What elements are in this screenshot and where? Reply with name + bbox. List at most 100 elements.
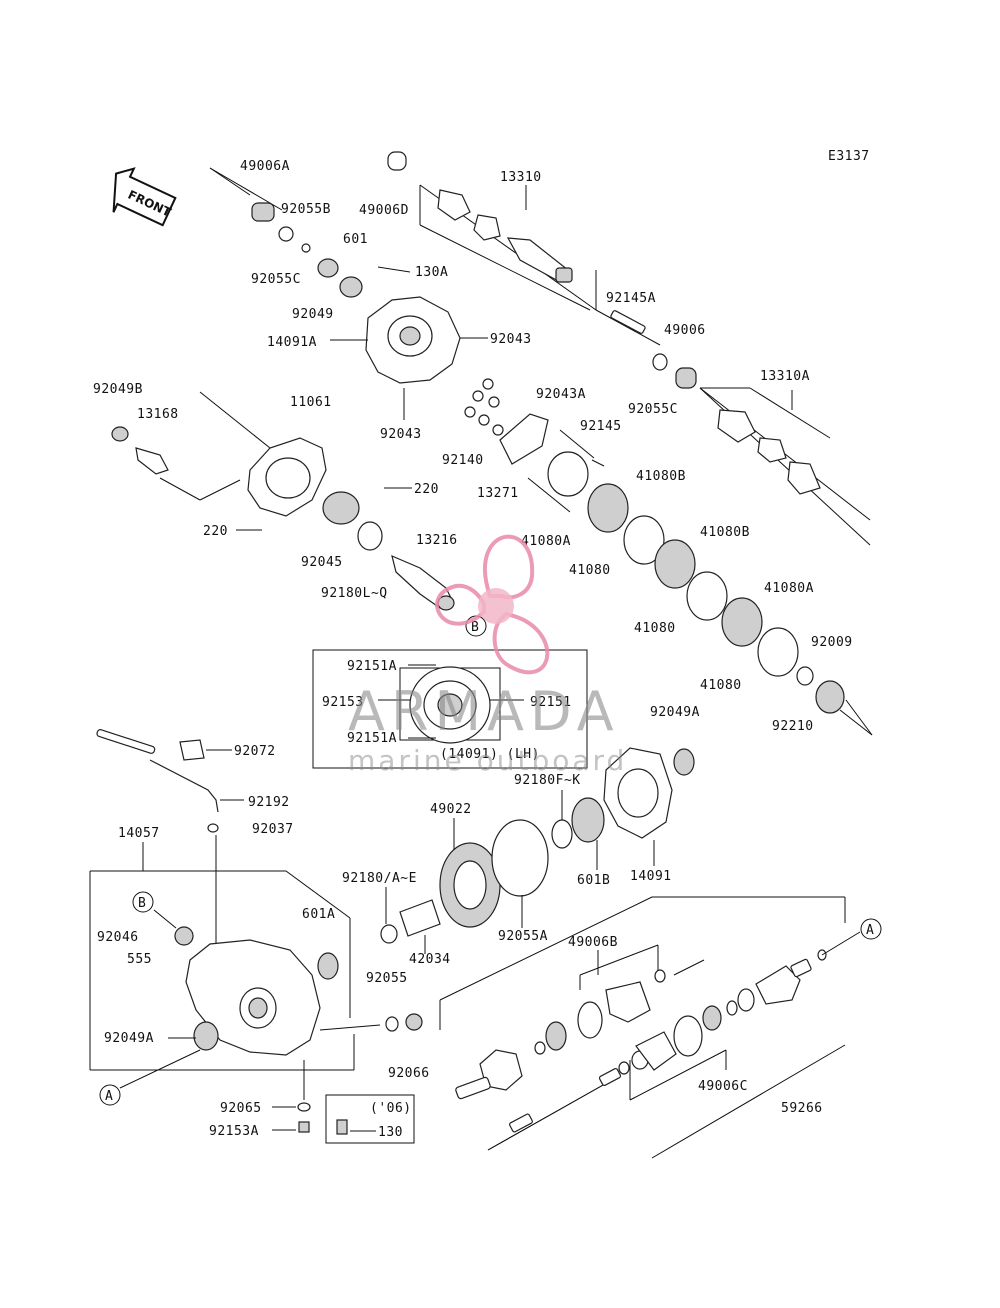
part-label: 13216 [416, 533, 458, 548]
svg-text:B: B [471, 620, 479, 635]
part-label: 220 [414, 482, 439, 497]
disc-41080-2 [654, 539, 696, 589]
part-label: 14091 [630, 869, 672, 884]
part-label: 92049 [292, 307, 334, 322]
watermark: ARMADA marine outboard [348, 534, 627, 777]
shift-parts [96, 729, 244, 833]
ring-gear-assembly [380, 818, 549, 954]
part-label: 92046 [97, 930, 139, 945]
inset-note: (14091) (LH) [440, 747, 540, 762]
bolt-130 [336, 1119, 348, 1135]
boot-49006b [605, 981, 651, 1023]
ring-92210 [796, 666, 814, 686]
seal-92049a-right [673, 748, 695, 776]
part-label: 41080A [764, 581, 814, 596]
part-label: 49006C [698, 1079, 748, 1094]
part-label: 13310 [500, 170, 542, 185]
part-label: 92192 [248, 795, 290, 810]
seal-92049a-left [193, 1021, 219, 1051]
o-ring-92055c [278, 226, 294, 242]
part-label: 130 [378, 1125, 403, 1140]
case-14057-assembly [89, 835, 423, 1133]
part-label: 92049A [104, 1031, 154, 1046]
part-label: 92055A [498, 929, 548, 944]
part-label: 13271 [477, 486, 519, 501]
part-label: 92145 [580, 419, 622, 434]
bearing-601a [317, 952, 339, 980]
part-label: 92055C [628, 402, 678, 417]
seal-49006d [387, 151, 407, 171]
part-labels: 49006A 92055B 92055C 601 130 A 92049 1409… [93, 159, 853, 1140]
watermark-tagline: marine outboard [348, 744, 627, 777]
part-label: 92180F~K [514, 773, 581, 788]
bearing-601 [339, 276, 363, 298]
bearing-601b [571, 797, 605, 843]
plate-41080a-2 [757, 627, 799, 677]
propeller-logo-icon [435, 534, 550, 675]
part-label: 49006D [359, 203, 409, 218]
svg-text:A: A [866, 923, 874, 938]
part-label: 92043A [536, 387, 586, 402]
shim-92180 [380, 924, 398, 944]
shaft-13168 [135, 447, 169, 475]
washer-92065 [297, 1102, 311, 1112]
plate-13271 [499, 413, 549, 465]
cover-assembly-11061 [111, 391, 455, 611]
disc-41080-3 [721, 597, 763, 647]
propeller-shaft-13310a [652, 353, 871, 546]
spring-92145a [610, 310, 646, 334]
part-label: 92043 [380, 427, 422, 442]
part-label: 92055C [251, 272, 301, 287]
callout-b-bottom: B [132, 891, 154, 913]
part-label: 41080A [521, 534, 571, 549]
watermark-brand: ARMADA [348, 680, 620, 743]
washer-92037 [207, 823, 219, 833]
part-label: 92153 [322, 695, 364, 710]
part-label: 555 [127, 952, 152, 967]
seal-92046 [174, 926, 194, 946]
part-label: 92066 [388, 1066, 430, 1081]
part-label: 92210 [772, 719, 814, 734]
o-ring-92055 [385, 1016, 399, 1032]
part-label: 92072 [234, 744, 276, 759]
part-label: 92151A [347, 659, 397, 674]
o-ring-92055c-right [652, 353, 668, 371]
propeller-shaft-13310 [387, 151, 661, 346]
part-label: 601A [302, 907, 335, 922]
seal-92049 [317, 258, 339, 278]
part-label: 13168 [137, 407, 179, 422]
svg-text:B: B [138, 896, 146, 911]
part-label: 14057 [118, 826, 160, 841]
part-label: 92055B [281, 202, 331, 217]
part-label: 601B [577, 873, 610, 888]
part-label: 49006A [240, 159, 290, 174]
clip-92072 [179, 739, 205, 761]
part-label: 92043 [490, 332, 532, 347]
part-label: 49022 [430, 802, 472, 817]
callout-a-bottom: A [99, 1084, 121, 1106]
diagram-code: E3137 [828, 149, 870, 164]
clutch-pack [464, 378, 873, 736]
part-label: 92037 [252, 822, 294, 837]
plug-92066 [405, 1013, 423, 1031]
disc-41080-1 [587, 483, 629, 533]
part-label: 92151 [530, 695, 572, 710]
part-label: 59266 [781, 1101, 823, 1116]
part-label: 92049A [650, 705, 700, 720]
upper-left-assembly [209, 167, 488, 420]
part-label: 92145A [606, 291, 656, 306]
part-label: 41080B [700, 525, 750, 540]
gear-42034 [399, 899, 441, 937]
bolt-92153a [298, 1121, 310, 1133]
year-note-box: ('06) [325, 1094, 415, 1144]
part-label: 92065 [220, 1101, 262, 1116]
part-label: 220 [203, 524, 228, 539]
part-label: 92153A [209, 1124, 259, 1139]
housing-14091-assembly [551, 747, 695, 870]
part-label: 92140 [442, 453, 484, 468]
part-label: 92009 [811, 635, 853, 650]
part-label: 92049B [93, 382, 143, 397]
part-label: 601 [343, 232, 368, 247]
o-ring-92055b [301, 243, 311, 253]
